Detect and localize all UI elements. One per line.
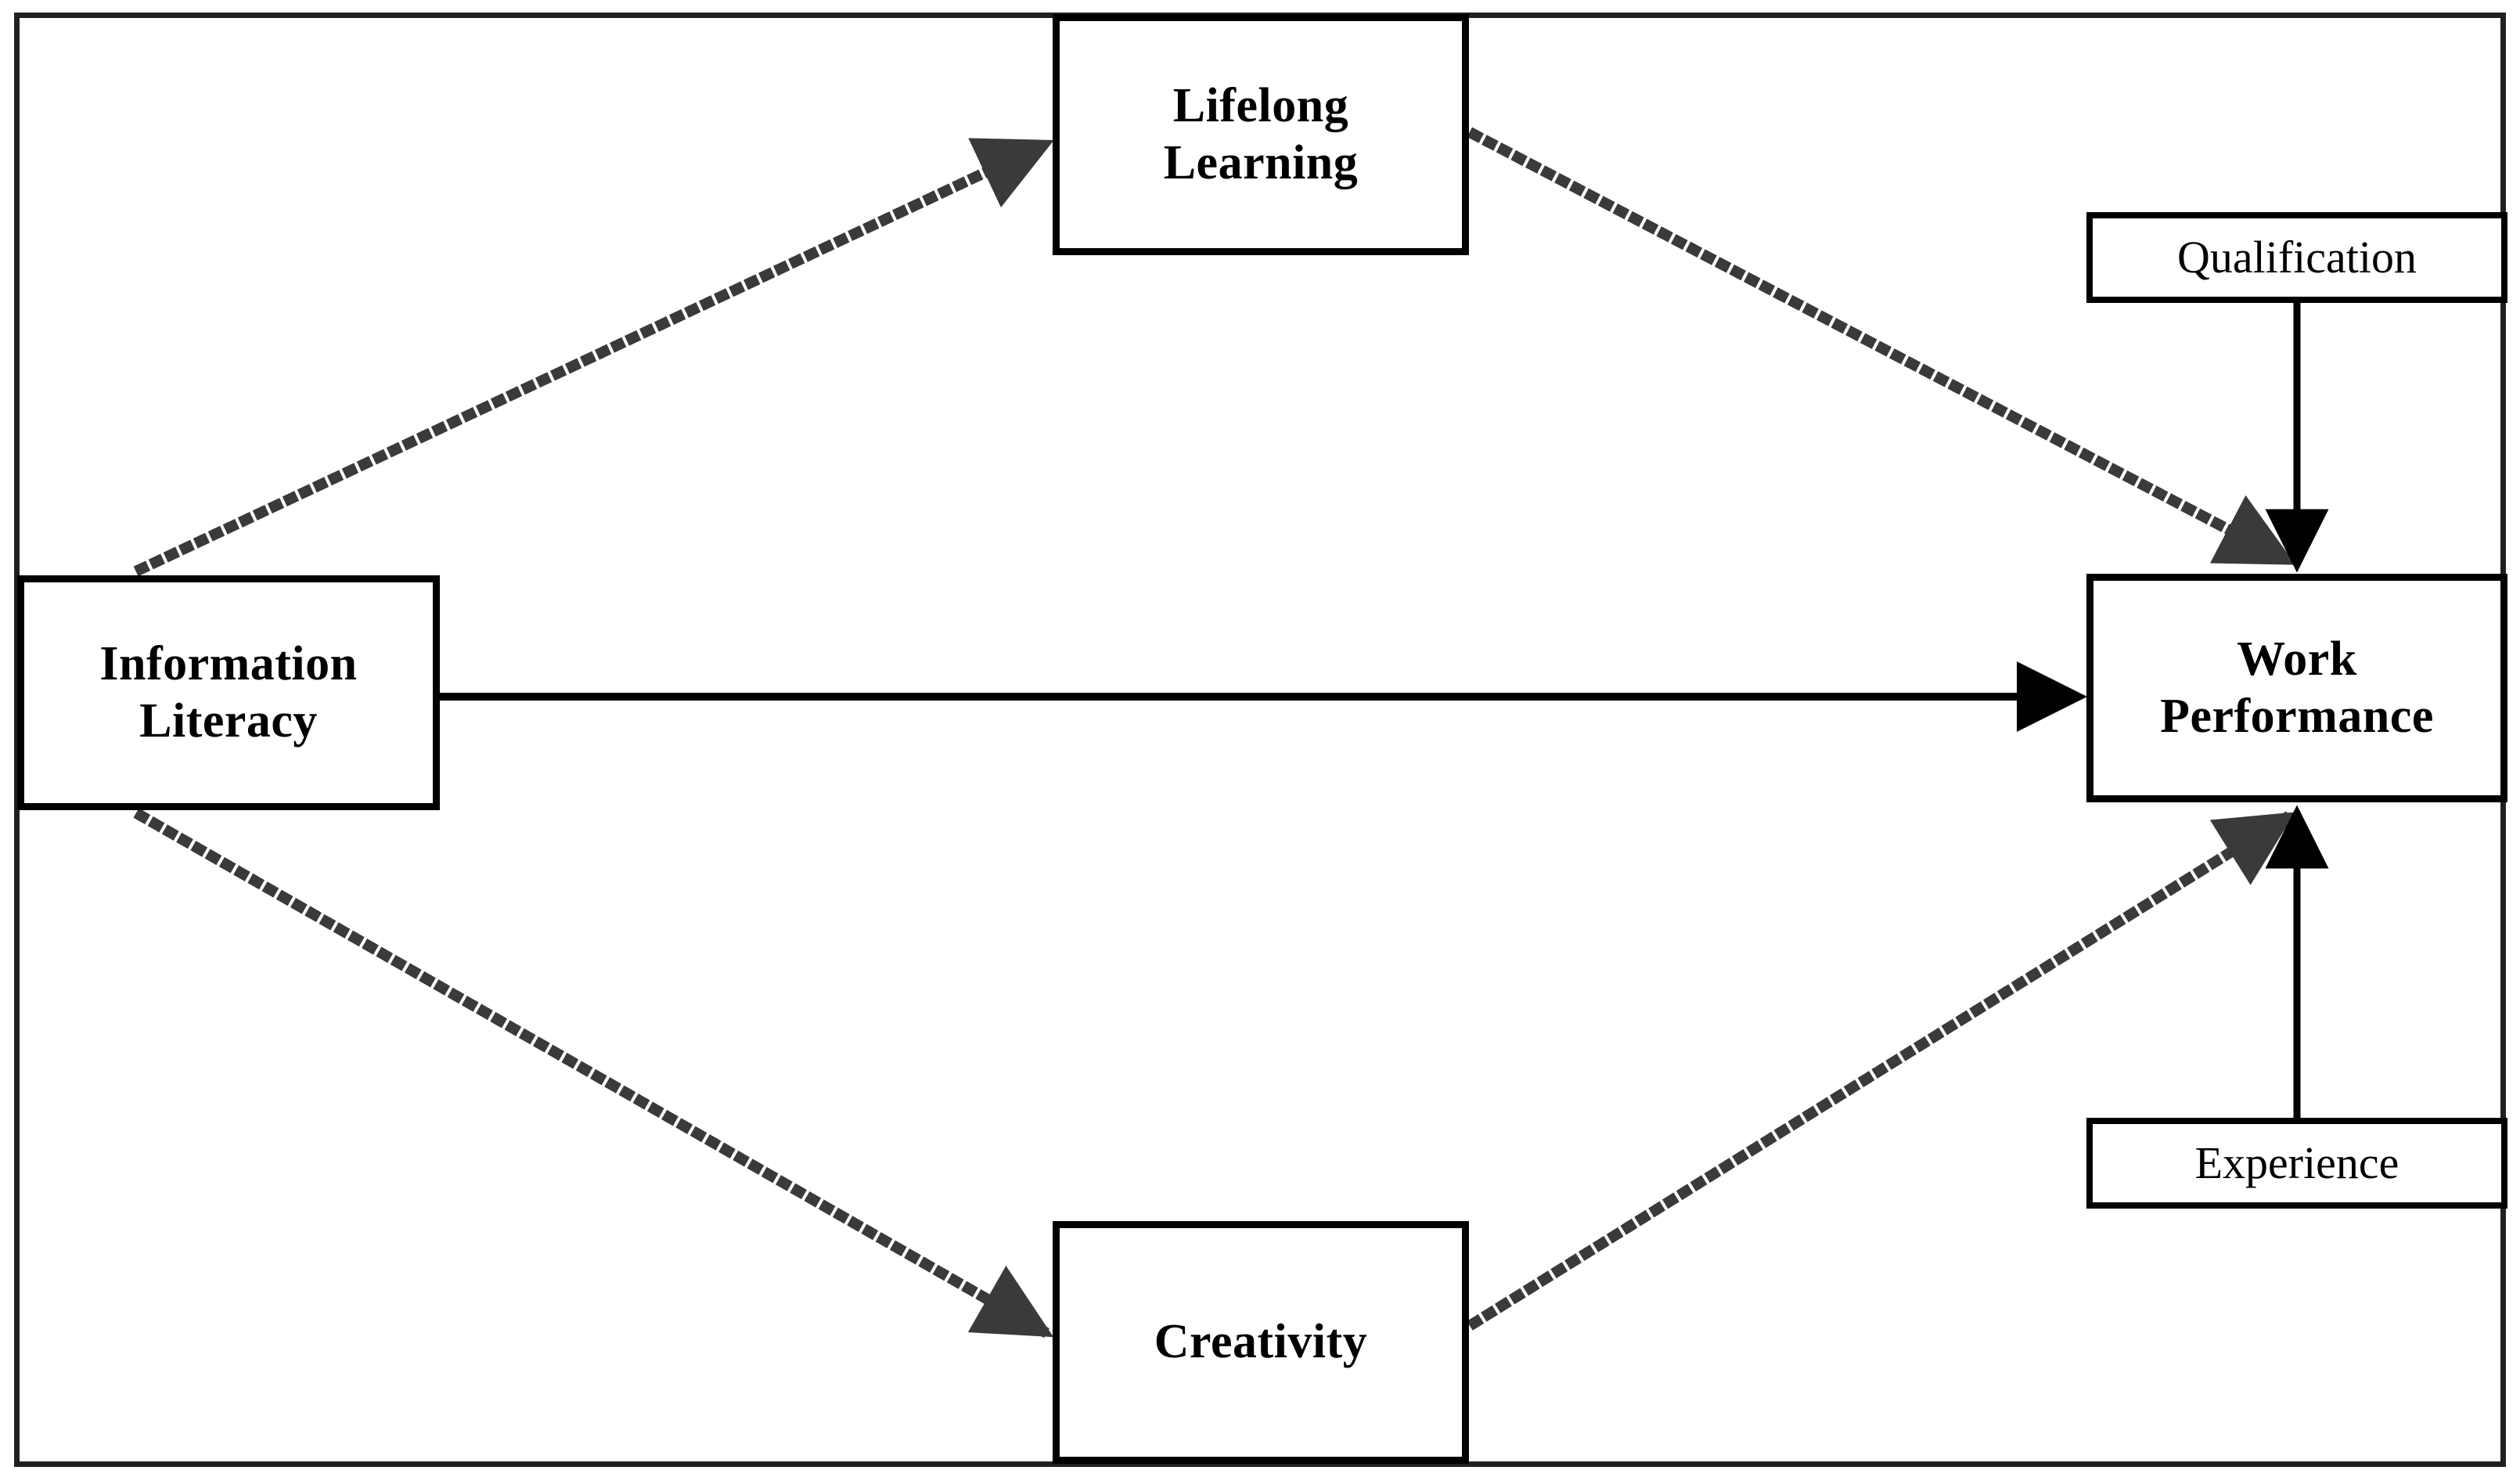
node-creativity[interactable]: Creativity: [1053, 1221, 1469, 1464]
node-lifelong-learning[interactable]: Lifelong Learning: [1053, 14, 1469, 255]
node-lifelong-learning-label: Lifelong Learning: [1163, 78, 1359, 189]
edge-lifelong-learning-to-work-performance: [1467, 127, 2296, 567]
node-qualification-label: Qualification: [2176, 232, 2417, 283]
node-creativity-label: Creativity: [1154, 1315, 1368, 1369]
edge-information-literacy-to-lifelong-learning: [133, 138, 1054, 577]
edge-creativity-to-work-performance: [1467, 811, 2295, 1331]
node-experience-label: Experience: [2194, 1137, 2399, 1189]
node-qualification[interactable]: Qualification: [2086, 212, 2507, 303]
node-experience[interactable]: Experience: [2086, 1118, 2507, 1209]
edge-information-literacy-to-creativity: [133, 808, 1054, 1339]
node-information-literacy[interactable]: Information Literacy: [17, 575, 440, 810]
node-work-performance[interactable]: Work Performance: [2086, 574, 2507, 802]
node-work-performance-label: Work Performance: [2160, 632, 2434, 743]
node-information-literacy-label: Information Literacy: [99, 636, 358, 748]
